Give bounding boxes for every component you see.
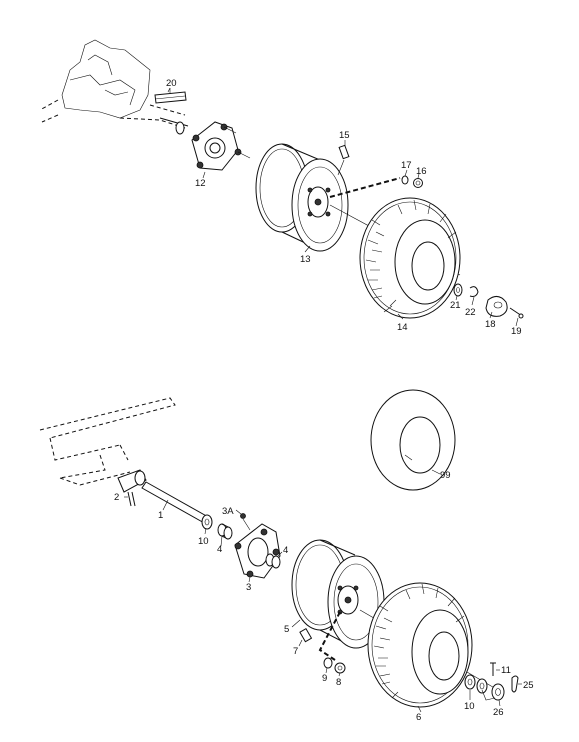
label-5: 5	[284, 624, 289, 635]
tire-part-6	[367, 582, 473, 708]
washer-part-10-outer	[464, 674, 476, 690]
label-99: 99	[440, 470, 451, 481]
label-4-inner: 4	[217, 544, 222, 555]
axle-bracket	[117, 469, 147, 493]
leader-lines-upper	[167, 87, 519, 327]
hub-part-12	[191, 121, 251, 179]
clip-part-22	[469, 286, 479, 297]
lower-wheel-assembly: 2 1 3A 10 4 4 3 5 7 9 8 6 10 11 25 26	[39, 397, 534, 723]
label-3a: 3A	[222, 506, 234, 517]
label-8: 8	[336, 677, 341, 688]
bearing-part-4-outer	[265, 553, 281, 569]
washer-part-21	[453, 283, 463, 297]
part-labels-upper: 20 15 17 16 12 13 14 21 22 18 19	[166, 78, 522, 337]
label-4-outer: 4	[283, 545, 288, 556]
transmission-frame	[39, 39, 186, 129]
label-10-outer: 10	[464, 701, 475, 712]
frame-outline	[39, 397, 176, 486]
nut-part-16	[413, 178, 423, 188]
label-19: 19	[511, 326, 522, 337]
valve-stem-part-15	[337, 144, 350, 176]
label-12: 12	[195, 178, 206, 189]
washer-part-17	[401, 175, 409, 185]
washer-part-9	[323, 657, 333, 669]
label-20: 20	[166, 78, 177, 89]
label-11: 11	[501, 665, 511, 676]
label-2: 2	[114, 492, 119, 503]
rim-part-5	[291, 539, 385, 649]
rim-part-13	[255, 143, 349, 252]
label-18: 18	[485, 319, 496, 330]
grease-fitting-part-3a	[240, 513, 251, 531]
label-21: 21	[450, 300, 461, 311]
axle-stub	[159, 117, 189, 135]
washer-part-26	[491, 683, 505, 701]
axle-part-1	[141, 481, 212, 526]
label-25: 25	[523, 680, 534, 691]
label-1: 1	[158, 510, 163, 521]
leader-lines-lower	[124, 496, 522, 713]
label-16: 16	[416, 166, 427, 177]
pin-part-2	[127, 491, 136, 507]
label-26: 26	[493, 707, 504, 718]
washer-part-10-inner	[201, 514, 213, 530]
cap-part-18	[485, 296, 508, 317]
bearing-part-4-inner	[217, 523, 233, 540]
inner-tube-part-99: 99	[370, 389, 456, 491]
key-part-20	[154, 88, 187, 104]
label-9: 9	[322, 673, 327, 684]
label-13: 13	[300, 254, 311, 265]
label-7: 7	[293, 646, 298, 657]
label-6: 6	[416, 712, 421, 723]
tire-part-14	[359, 197, 461, 319]
hub-part-3	[234, 523, 281, 579]
bearing-outer-lower	[476, 678, 488, 694]
upper-wheel-assembly: 20 15 17 16 12 13 14 21 22 18 19	[39, 39, 524, 337]
label-22: 22	[465, 307, 476, 318]
label-14: 14	[397, 322, 408, 333]
pin-part-19	[509, 307, 524, 319]
label-10-inner: 10	[198, 536, 209, 547]
cotter-pin-part-25	[511, 675, 519, 693]
pin-part-11	[490, 662, 496, 676]
label-3: 3	[246, 582, 251, 593]
part-labels-lower: 2 1 3A 10 4 4 3 5 7 9 8 6 10 11 25 26	[114, 492, 534, 723]
valve-stem-part-7	[299, 627, 313, 643]
label-17: 17	[401, 160, 412, 171]
nut-part-8	[334, 662, 346, 674]
label-15: 15	[339, 130, 350, 141]
